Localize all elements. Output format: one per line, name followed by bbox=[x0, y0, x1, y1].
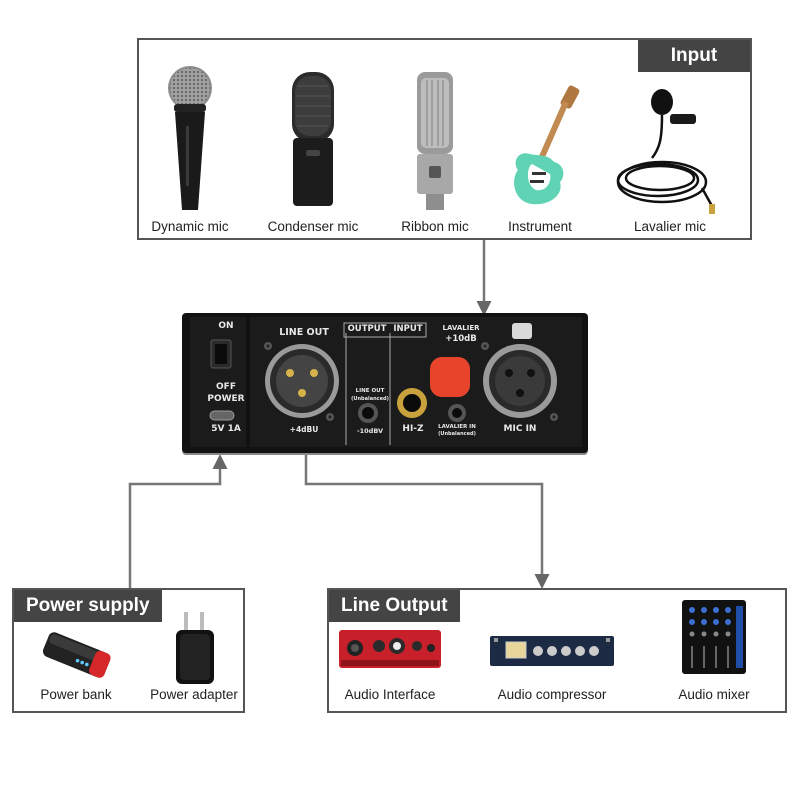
lavalier-in-sub-label: (Unbalanced) bbox=[438, 431, 476, 437]
power-supply-tag: Power supply bbox=[14, 590, 162, 622]
output-section-label: OUTPUT bbox=[347, 324, 387, 334]
power-bank-label: Power bank bbox=[40, 687, 112, 702]
line-out-unbal-sub-label: (Unbalanced) bbox=[351, 396, 389, 402]
lavalier-label: LAVALIER bbox=[442, 324, 480, 332]
device-to-output-line bbox=[304, 452, 550, 589]
power-spec-label: 5V 1A bbox=[211, 424, 241, 434]
power-adapter-icon bbox=[176, 612, 214, 684]
audio-mixer-label: Audio mixer bbox=[678, 687, 750, 702]
line-out-label: LINE OUT bbox=[279, 327, 329, 338]
power-bank-icon bbox=[42, 632, 111, 678]
line-out-level-label: +4dBU bbox=[289, 425, 319, 434]
audio-compressor-icon bbox=[490, 636, 614, 666]
condenser-mic-icon bbox=[292, 72, 334, 206]
device-front-panel bbox=[209, 322, 558, 445]
line-output-tag: Line Output bbox=[329, 590, 460, 622]
hiz-label: HI-Z bbox=[402, 424, 424, 434]
dynamic-mic-icon bbox=[168, 66, 212, 210]
lavalier-mic-label: Lavalier mic bbox=[633, 219, 707, 234]
power-label: POWER bbox=[207, 394, 245, 404]
electric-guitar-icon bbox=[514, 85, 580, 205]
on-label: ON bbox=[218, 321, 234, 331]
mic-in-label: MIC IN bbox=[503, 424, 537, 434]
audio-mixer-icon bbox=[682, 600, 746, 674]
lavalier-mic-icon bbox=[616, 89, 715, 214]
input-tag: Input bbox=[638, 40, 750, 72]
off-label: OFF bbox=[216, 382, 236, 392]
input-section-label: INPUT bbox=[393, 324, 423, 334]
power-to-device-line bbox=[128, 454, 228, 588]
audio-interface-label: Audio Interface bbox=[344, 687, 436, 702]
device-face-left bbox=[190, 317, 246, 447]
audio-compressor-label: Audio compressor bbox=[497, 687, 607, 702]
ribbon-mic-label: Ribbon mic bbox=[401, 219, 469, 234]
line-out-unbal-level-label: -10dBV bbox=[356, 427, 384, 435]
line-out-unbal-label: LINE OUT bbox=[355, 388, 385, 394]
dynamic-mic-label: Dynamic mic bbox=[151, 219, 229, 234]
instrument-label: Instrument bbox=[508, 219, 572, 234]
power-adapter-label: Power adapter bbox=[150, 687, 238, 702]
audio-interface-icon bbox=[339, 630, 441, 668]
lavalier-in-label: LAVALIER IN bbox=[438, 424, 476, 430]
condenser-mic-label: Condenser mic bbox=[267, 219, 359, 234]
lavalier-gain-label: +10dB bbox=[445, 334, 477, 344]
ribbon-mic-icon bbox=[417, 72, 453, 210]
